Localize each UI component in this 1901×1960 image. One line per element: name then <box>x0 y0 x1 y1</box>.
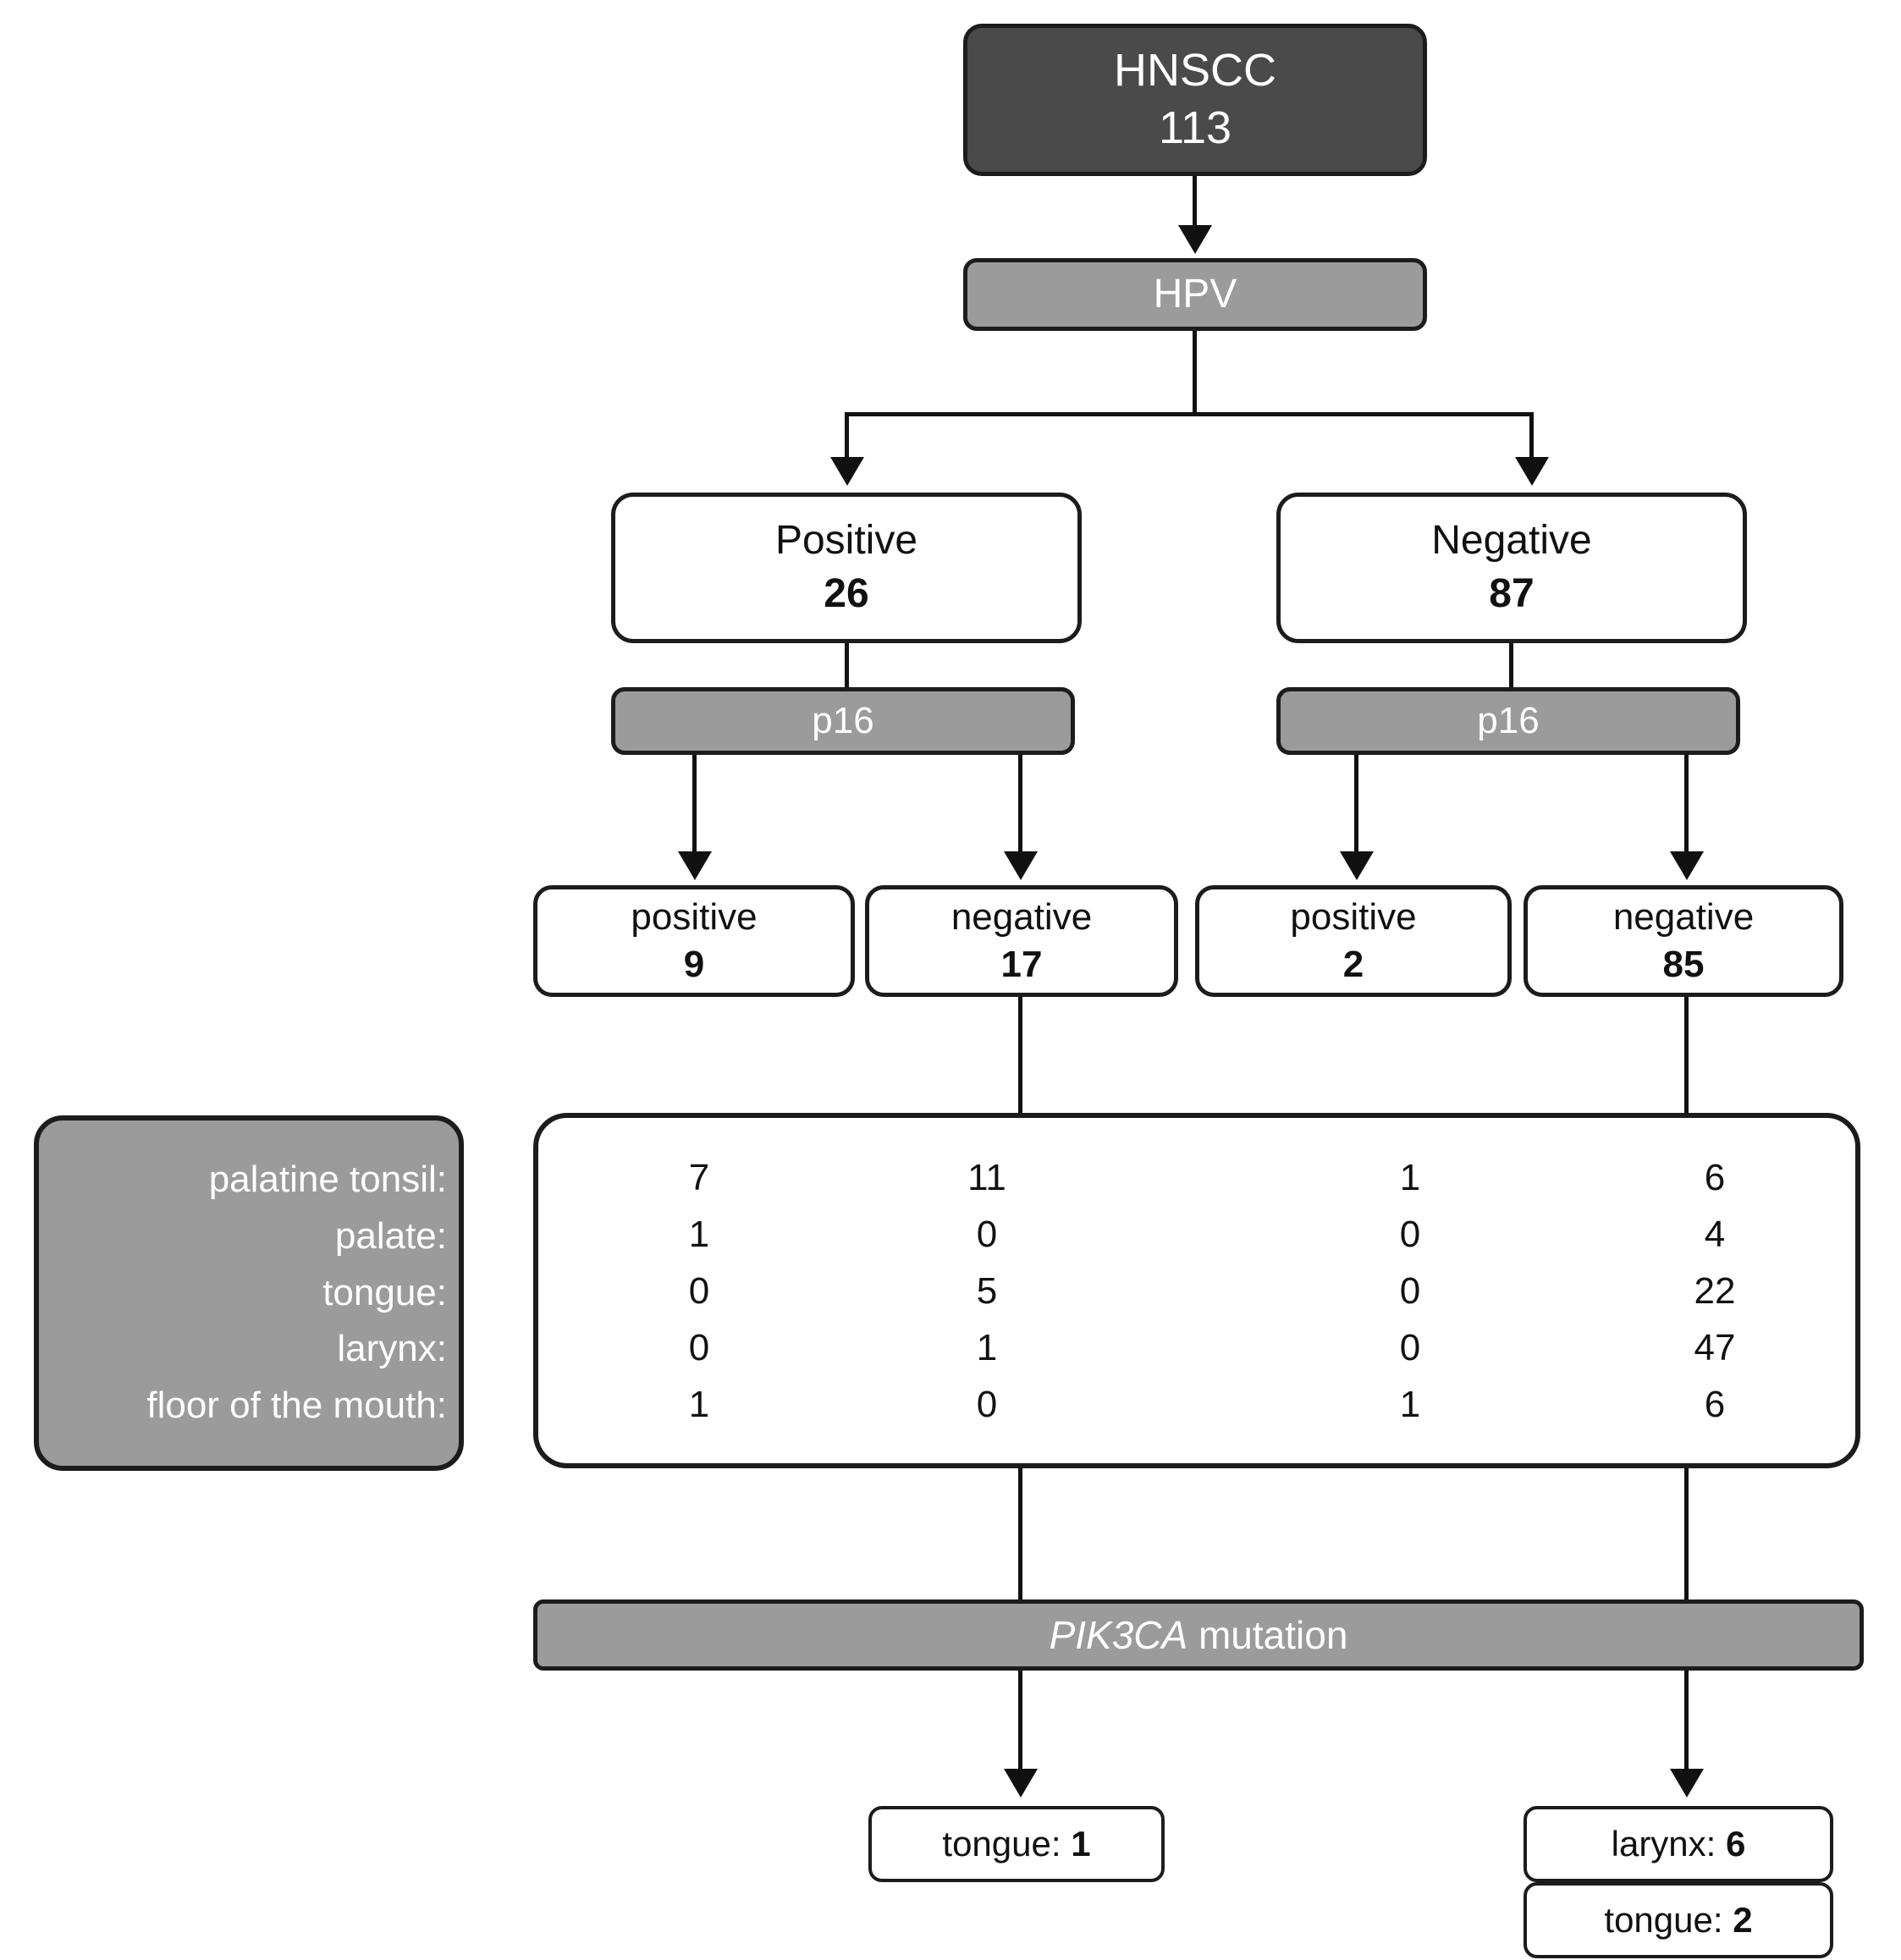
node-hpv: HPV <box>963 258 1427 331</box>
connector-hnscc-hpv <box>1193 176 1197 228</box>
matrix-cell: 6 <box>1704 1383 1726 1425</box>
matrix-cell: 22 <box>1694 1269 1736 1312</box>
matrix-cell: 0 <box>1399 1269 1421 1312</box>
matrix-cell: 1 <box>688 1213 710 1255</box>
node-p16-right-label: p16 <box>1477 700 1540 742</box>
node-hpv-positive-count: 26 <box>824 571 869 616</box>
node-hpv-positive: Positive 26 <box>611 493 1082 643</box>
matrix-column-hpvneg-p16neg: 6 4 22 47 6 <box>1647 1150 1783 1433</box>
matrix-cell: 1 <box>1399 1383 1421 1425</box>
node-p16-positive-left-label: positive <box>631 896 758 939</box>
connector-neg85-matrix <box>1684 997 1689 1115</box>
node-p16-negative-left-label: negative <box>950 896 1093 939</box>
node-p16-left: p16 <box>611 687 1075 755</box>
connector-pik3ca-tongue <box>1018 1671 1022 1770</box>
matrix-cell: 0 <box>976 1383 998 1425</box>
arrowhead-p16left-positive <box>678 851 712 880</box>
connector-hpvneg-p16 <box>1509 643 1513 687</box>
arrowhead-p16left-negative <box>1004 851 1038 880</box>
legend-box: palatine tonsil: palate: tongue: larynx:… <box>34 1115 464 1471</box>
matrix-cell: 1 <box>1399 1157 1421 1198</box>
connector-p16right-neg <box>1684 755 1689 855</box>
matrix-cell: 0 <box>1399 1326 1421 1368</box>
node-p16-negative-right: negative 85 <box>1524 885 1843 997</box>
legend-row-palatine-tonsil: palatine tonsil: <box>208 1158 447 1200</box>
node-p16-right: p16 <box>1276 687 1740 755</box>
node-hpv-negative: Negative 87 <box>1276 493 1747 643</box>
node-hnscc-label: HNSCC <box>1113 45 1276 96</box>
node-pik3ca-gene-label: PIK3CA <box>1049 1613 1188 1657</box>
node-hpv-label: HPV <box>1153 271 1237 317</box>
matrix-column-hpvpos-p16pos: 7 1 0 0 1 <box>631 1150 767 1433</box>
outcome-tongue-right-count: 2 <box>1733 1900 1753 1940</box>
outcome-larynx-right-count: 6 <box>1726 1824 1746 1864</box>
outcome-tongue-left-site: tongue: <box>942 1824 1072 1864</box>
legend-row-tongue: tongue: <box>322 1271 447 1313</box>
matrix-cell: 1 <box>976 1326 998 1368</box>
connector-matrix-pik3ca-left <box>1018 1466 1022 1603</box>
connector-hpv-right-drop <box>1529 412 1534 460</box>
outcome-tongue-left-count: 1 <box>1071 1824 1091 1864</box>
matrix-cell: 0 <box>976 1213 998 1255</box>
node-p16-negative-left-count: 17 <box>1000 944 1043 985</box>
matrix-cell: 5 <box>976 1269 998 1312</box>
arrowhead-hpv-negative <box>1515 457 1549 486</box>
matrix-cell: 0 <box>688 1326 710 1368</box>
outcome-larynx-right-site: larynx: <box>1611 1824 1726 1864</box>
connector-hpvpos-p16 <box>845 643 849 687</box>
matrix-column-hpvneg-p16pos: 1 0 0 0 1 <box>1342 1150 1478 1433</box>
node-p16-positive-right-count: 2 <box>1342 944 1364 985</box>
arrowhead-p16right-negative <box>1670 851 1704 880</box>
legend-row-larynx: larynx: <box>337 1328 447 1370</box>
connector-p16left-pos <box>692 755 697 855</box>
outcome-tongue-right: tongue: 2 <box>1524 1882 1833 1958</box>
site-counts-matrix: 7 1 0 0 1 11 0 5 1 0 1 0 0 0 1 6 4 22 47… <box>533 1113 1860 1468</box>
arrowhead-p16right-positive <box>1340 851 1374 880</box>
node-p16-negative-right-count: 85 <box>1662 944 1705 985</box>
connector-hpv-left-drop <box>845 412 849 460</box>
matrix-cell: 0 <box>688 1269 710 1312</box>
connector-hpv-stem <box>1193 331 1197 412</box>
legend-row-floor-of-the-mouth: floor of the mouth: <box>146 1385 447 1427</box>
connector-neg17-matrix <box>1018 997 1022 1115</box>
node-hpv-negative-label: Negative <box>1431 518 1592 564</box>
node-p16-positive-left-count: 9 <box>683 944 705 985</box>
outcome-tongue-left: tongue: 1 <box>868 1806 1165 1882</box>
node-pik3ca-mutation: PIK3CA mutation <box>533 1599 1864 1671</box>
outcome-tongue-right-site: tongue: <box>1604 1900 1733 1940</box>
node-pik3ca-suffix-label: mutation <box>1187 1613 1348 1657</box>
node-p16-positive-right-label: positive <box>1290 896 1417 939</box>
node-p16-negative-right-label: negative <box>1612 896 1755 939</box>
node-p16-positive-right: positive 2 <box>1195 885 1512 997</box>
connector-p16right-pos <box>1354 755 1358 855</box>
matrix-cell: 7 <box>688 1157 710 1198</box>
node-hpv-negative-count: 87 <box>1489 571 1535 616</box>
legend-row-palate: palate: <box>334 1214 447 1257</box>
arrowhead-pik3ca-larynx <box>1670 1769 1704 1798</box>
outcome-larynx-right: larynx: 6 <box>1524 1806 1833 1882</box>
connector-pik3ca-larynx <box>1684 1671 1689 1770</box>
node-p16-negative-left: negative 17 <box>865 885 1178 997</box>
matrix-cell: 0 <box>1399 1213 1421 1255</box>
connector-hpv-split <box>845 412 1534 416</box>
matrix-cell: 4 <box>1704 1213 1726 1255</box>
matrix-cell: 1 <box>688 1383 710 1425</box>
node-hpv-positive-label: Positive <box>774 518 918 564</box>
arrowhead-pik3ca-tongue <box>1004 1769 1038 1798</box>
node-p16-left-label: p16 <box>812 700 874 742</box>
matrix-cell: 11 <box>967 1157 1006 1198</box>
node-hnscc: HNSCC 113 <box>963 24 1427 176</box>
arrowhead-hpv-positive <box>830 457 864 486</box>
node-p16-positive-left: positive 9 <box>533 885 855 997</box>
matrix-column-hpvpos-p16neg: 11 0 5 1 0 <box>919 1150 1055 1433</box>
connector-p16left-neg <box>1018 755 1022 855</box>
node-hnscc-count: 113 <box>1158 102 1232 153</box>
connector-matrix-pik3ca-right <box>1684 1466 1689 1603</box>
matrix-cell: 6 <box>1704 1157 1726 1198</box>
matrix-cell: 47 <box>1694 1326 1736 1368</box>
arrowhead-hnscc-hpv <box>1178 225 1212 254</box>
